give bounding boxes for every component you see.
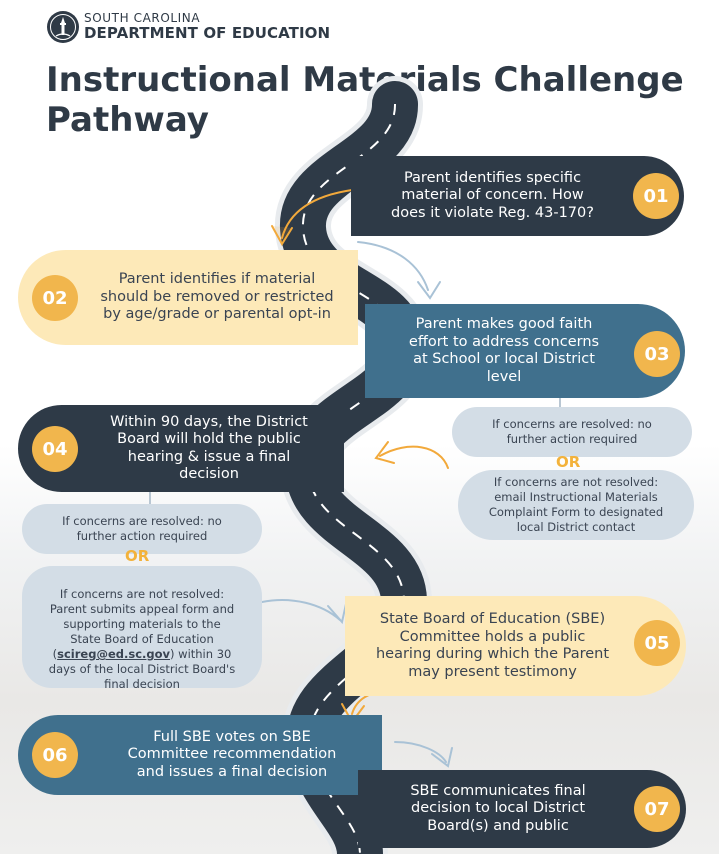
arrow-01-to-02 [271,189,353,246]
step-06-card: Full SBE votes on SBE Committee recommen… [18,715,382,795]
sbe-email-link[interactable]: scireg@ed.sc.gov [57,647,171,661]
step-05-card: State Board of Education (SBE) Committee… [345,596,686,696]
step-03-not-resolved-note: If concerns are not resolved: email Inst… [458,470,694,540]
step-05-badge: 05 [634,620,680,666]
arrow-04-to-05 [261,599,347,625]
step-03-resolved-note: If concerns are resolved: no further act… [452,407,692,457]
step-01-badge: 01 [633,173,679,219]
step-04-or-label: OR [125,547,150,565]
page-title: Instructional Materials Challenge Pathwa… [46,60,684,140]
step-07-badge: 07 [634,786,680,832]
step-03-badge: 03 [634,331,680,377]
step-04-text: Within 90 days, the District Board will … [110,413,308,483]
step-01-text: Parent identifies specific material of c… [391,169,594,221]
step-05-text: State Board of Education (SBE) Committee… [375,611,610,680]
step-04-resolved-note: If concerns are resolved: no further act… [22,504,262,554]
step-06-badge: 06 [32,732,78,778]
step-06-text: Full SBE votes on SBE Committee recommen… [127,728,337,780]
org-name-line2: DEPARTMENT OF EDUCATION [84,24,331,42]
sc-doe-logo [46,10,356,46]
step-03-or-label: OR [556,453,581,471]
step-03-text: Parent makes good faith effort to addres… [408,316,600,385]
step-04-badge: 04 [32,426,78,472]
appeal-text-part1: If concerns are not resolved: Parent sub… [49,587,235,661]
org-name-line1: SOUTH CAROLINA [84,11,201,25]
arrow-02-to-03 [357,241,441,300]
step-03-card: Parent makes good faith effort to addres… [365,304,685,398]
appeal-text-part2: ) within 30 days of the local District B… [48,647,236,691]
state-seal-icon [47,11,79,43]
step-07-card: SBE communicates final decision to local… [358,770,686,848]
step-04-not-resolved-note: If concerns are not resolved: Parent sub… [22,566,262,691]
arrow-06-to-07 [394,741,453,768]
step-02-text: Parent identifies if material should be … [100,271,334,323]
arrow-03-to-04 [374,441,449,469]
step-02-badge: 02 [32,275,78,321]
step-01-card: Parent identifies specific material of c… [351,156,684,236]
step-07-text: SBE communicates final decision to local… [410,782,586,834]
